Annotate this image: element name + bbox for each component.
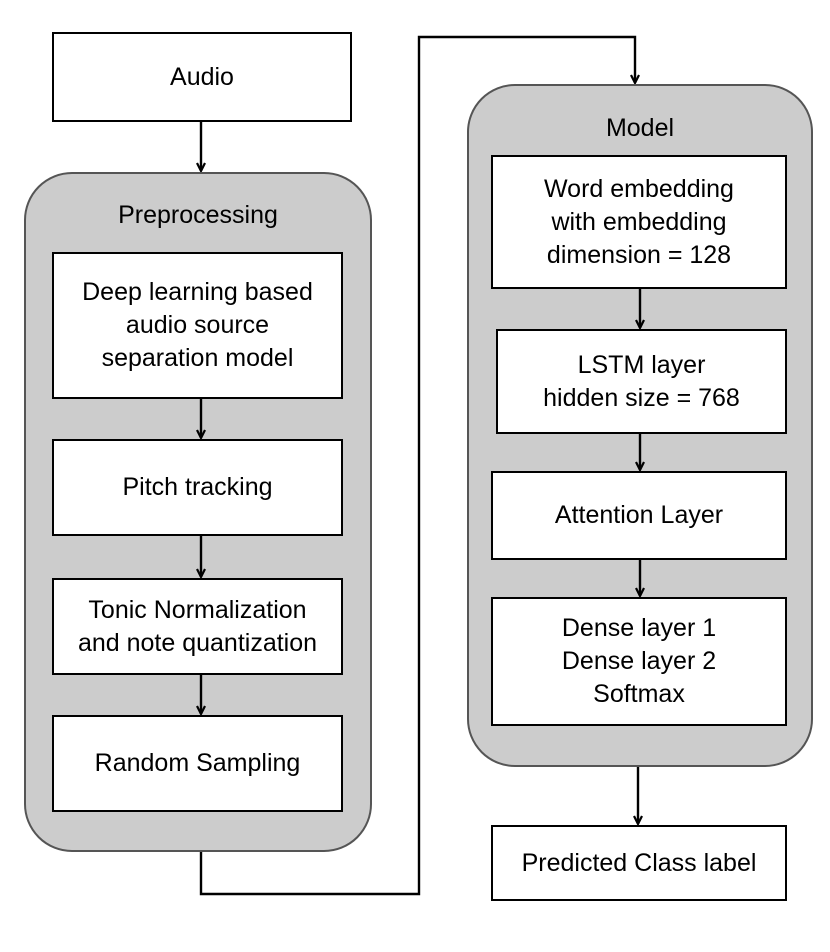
source-separation-line: separation model bbox=[101, 344, 294, 372]
word-embedding-line: Word embedding bbox=[544, 174, 734, 203]
word-embedding-box: Word embedding with embedding dimension … bbox=[491, 155, 787, 289]
preprocessing-title: Preprocessing bbox=[118, 201, 278, 229]
model-title: Model bbox=[605, 114, 675, 142]
dense-layers-line: Dense layer 1 bbox=[561, 614, 717, 642]
word-embedding-line: with embedding bbox=[551, 207, 727, 236]
pitch-tracking-line: Pitch tracking bbox=[122, 473, 273, 501]
source-separation-line: Deep learning based bbox=[82, 278, 313, 306]
audio-label: Audio bbox=[170, 62, 234, 91]
tonic-normalization-line: and note quantization bbox=[77, 628, 318, 657]
attention-layer-box: Attention Layer bbox=[491, 471, 787, 560]
random-sampling-box: Random Sampling bbox=[52, 715, 343, 812]
dense-layers-line: Softmax bbox=[593, 680, 685, 708]
source-separation-line: audio source bbox=[125, 311, 270, 339]
pitch-tracking-box: Pitch tracking bbox=[52, 439, 343, 536]
predicted-class-box: Predicted Class label bbox=[491, 825, 787, 901]
attention-layer-line: Attention Layer bbox=[554, 501, 724, 529]
lstm-layer-line: hidden size = 768 bbox=[543, 383, 740, 412]
audio-box: Audio bbox=[52, 32, 352, 122]
word-embedding-line: dimension = 128 bbox=[546, 240, 732, 269]
lstm-layer-box: LSTM layer hidden size = 768 bbox=[496, 329, 787, 434]
dense-layers-line: Dense layer 2 bbox=[561, 647, 717, 675]
random-sampling-line: Random Sampling bbox=[94, 749, 301, 777]
predicted-class-label: Predicted Class label bbox=[521, 848, 757, 877]
source-separation-box: Deep learning based audio source separat… bbox=[52, 252, 343, 399]
tonic-normalization-box: Tonic Normalization and note quantizatio… bbox=[52, 578, 343, 675]
tonic-normalization-line: Tonic Normalization bbox=[88, 595, 307, 624]
dense-layers-box: Dense layer 1 Dense layer 2 Softmax bbox=[491, 597, 787, 726]
lstm-layer-line: LSTM layer bbox=[577, 350, 706, 379]
